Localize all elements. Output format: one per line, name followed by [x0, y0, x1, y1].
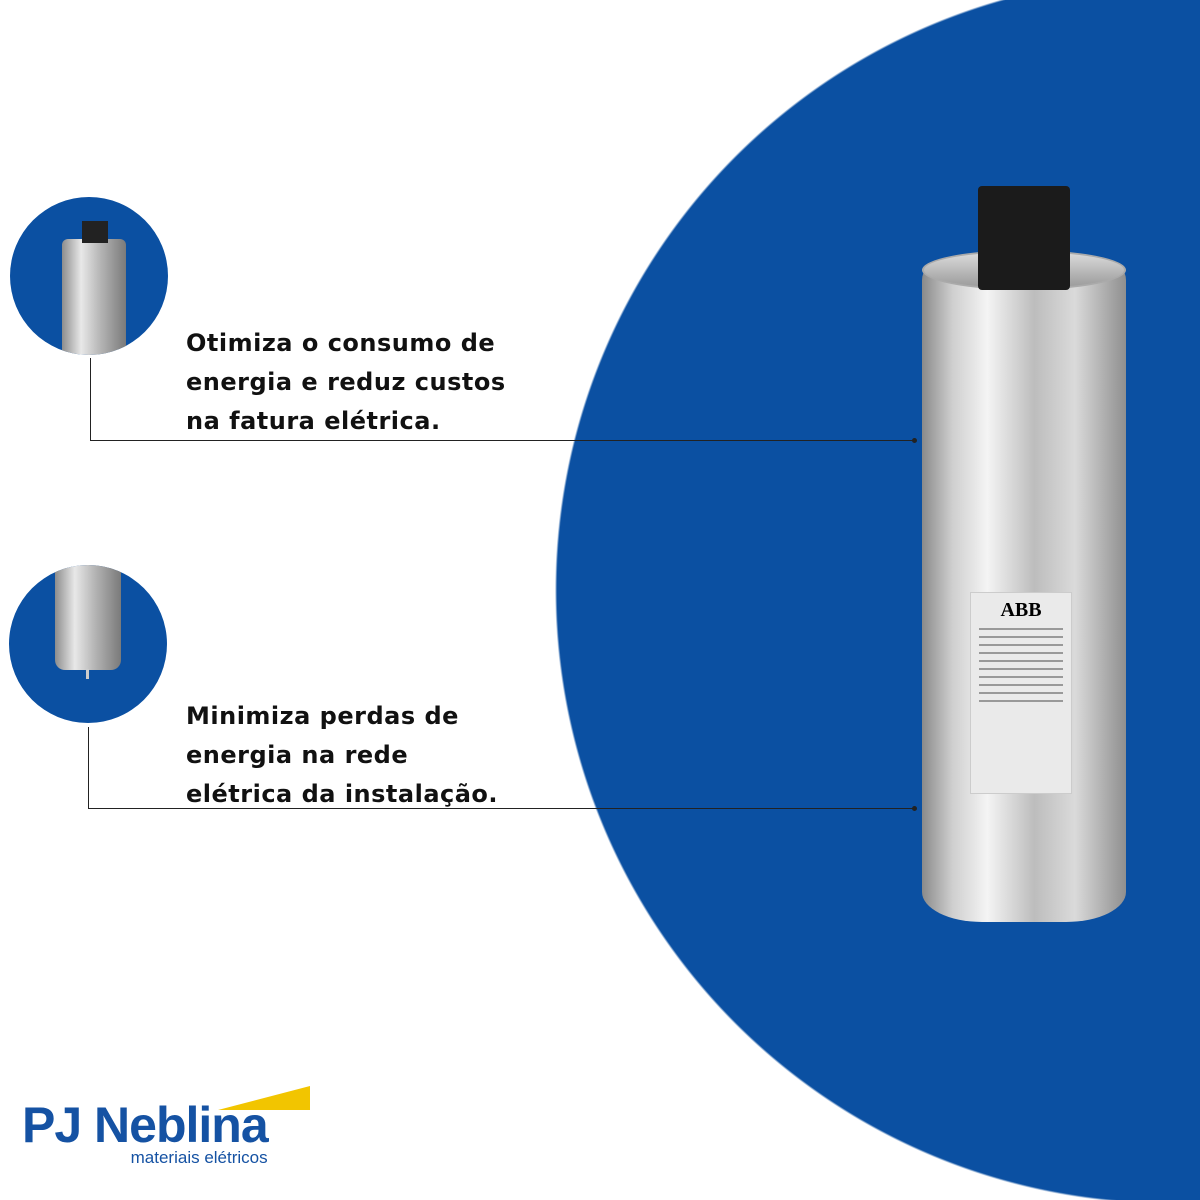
capacitor-stud-detail: [86, 669, 89, 679]
feature-text-1: Otimiza o consumo de energia e reduz cus…: [186, 324, 506, 441]
callout-line-2: [88, 808, 915, 809]
product-label: ABB: [970, 592, 1072, 794]
feature-1-line-2: energia e reduz custos: [186, 368, 506, 396]
feature-2-line-2: energia na rede: [186, 741, 409, 769]
detail-thumbnail-bottom: [9, 565, 167, 723]
feature-2-line-3: elétrica da instalação.: [186, 780, 499, 808]
terminal-block: [978, 186, 1070, 290]
logo-tagline: materiais elétricos: [130, 1148, 268, 1167]
feature-1-line-3: na fatura elétrica.: [186, 407, 441, 435]
feature-2-line-1: Minimiza perdas de: [186, 702, 459, 730]
pj-neblina-logo: PJ Neblina materiais elétricos: [22, 1097, 269, 1168]
callout-dot-1: [912, 438, 917, 443]
terminal-block-detail: [82, 221, 108, 243]
capacitor-top-detail: [62, 239, 126, 355]
detail-thumbnail-top: [10, 197, 168, 355]
abb-brand-label: ABB: [1000, 599, 1042, 621]
feature-text-2: Minimiza perdas de energia na rede elétr…: [186, 697, 498, 814]
callout-line-1: [90, 440, 915, 441]
callout-line-2-vertical: [88, 727, 89, 808]
logo-name: PJ Neblina: [22, 1097, 269, 1153]
capacitor-bottom-detail: [55, 565, 121, 670]
feature-1-line-1: Otimiza o consumo de: [186, 329, 496, 357]
callout-line-1-vertical: [90, 358, 91, 440]
callout-dot-2: [912, 806, 917, 811]
